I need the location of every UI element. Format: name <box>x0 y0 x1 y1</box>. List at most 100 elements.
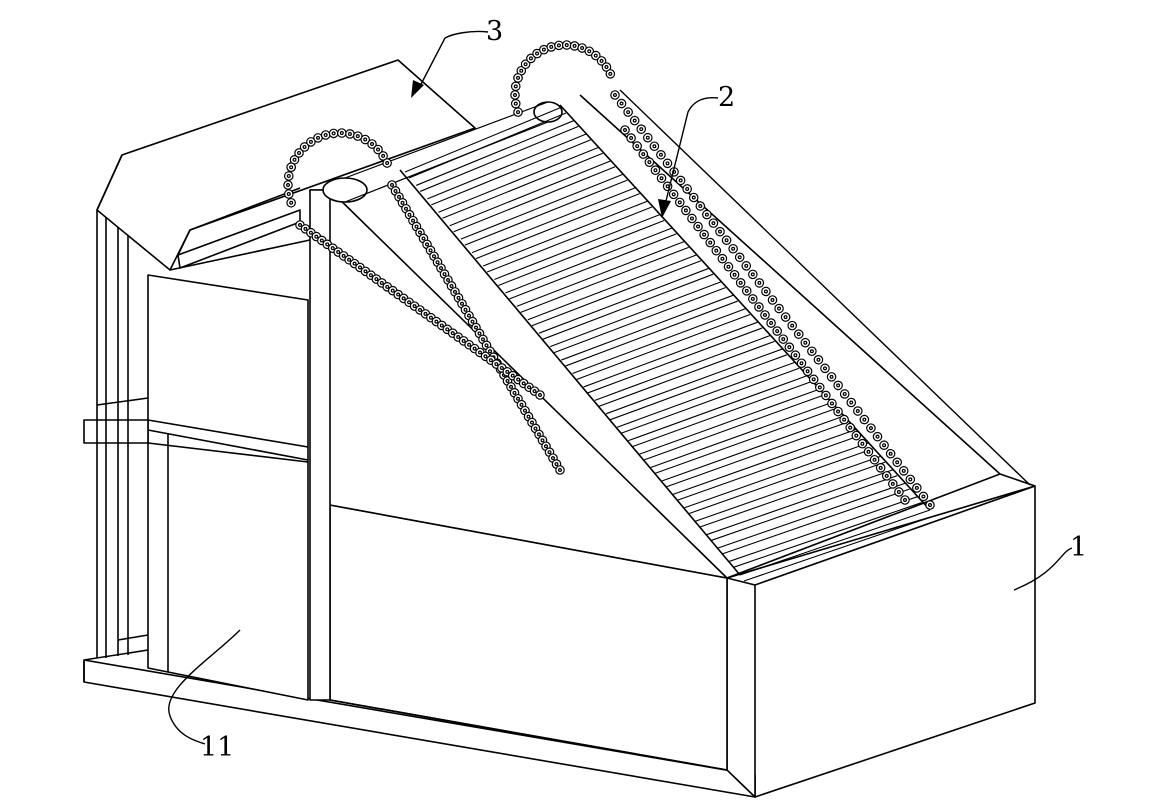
chain-pin <box>537 393 542 398</box>
chain-pin <box>484 343 489 348</box>
chain-pin <box>921 494 926 499</box>
chain-pin <box>286 192 291 197</box>
conveyor-slat <box>449 160 612 227</box>
chain-pin <box>811 377 816 382</box>
chain-pin <box>783 315 788 320</box>
chain-pin <box>446 278 451 283</box>
conveyor-slat <box>438 146 600 213</box>
chain-pin <box>510 373 515 378</box>
chain-pin <box>868 426 873 431</box>
chain-pin <box>470 319 475 324</box>
chain-pin <box>787 345 792 350</box>
chain-pin <box>902 498 907 503</box>
chain-pin <box>849 400 854 405</box>
chain-pin <box>477 331 482 336</box>
chain-pin <box>516 377 521 382</box>
conveyor-slat-edge <box>419 125 579 192</box>
chain-pin <box>527 385 532 390</box>
chain-pin <box>888 451 893 456</box>
chain-pin <box>460 301 465 306</box>
chain-pin <box>704 212 709 217</box>
chain-pin <box>393 188 398 193</box>
chain-pin <box>532 389 537 394</box>
conveyor-slat-edge <box>520 246 689 313</box>
chain-pin <box>519 68 524 73</box>
conveyor-slat-edge <box>743 515 935 582</box>
chain-pin <box>896 489 901 494</box>
chain-pin <box>829 401 834 406</box>
chain-pin <box>435 260 440 265</box>
chain-pin <box>823 393 828 398</box>
chain-pin <box>397 194 402 199</box>
chain-pin <box>407 212 412 217</box>
hood <box>96 59 476 271</box>
chain-pin <box>689 216 694 221</box>
chain-pin <box>878 465 883 470</box>
chain-pin <box>744 288 749 293</box>
chain-pin <box>314 234 319 239</box>
chain-pin <box>331 131 336 136</box>
chain-pin <box>428 248 433 253</box>
chain-pin <box>708 240 713 245</box>
chain-pin <box>286 183 291 188</box>
chain-pin <box>533 426 538 431</box>
label-conveyor: 2 <box>718 82 735 113</box>
conveyor-slat-edge <box>431 139 591 206</box>
conveyor-slat-edge <box>598 340 775 407</box>
chain-pin <box>474 325 479 330</box>
chain-pin <box>336 250 341 255</box>
chain-pin <box>777 306 782 311</box>
conveyor-slat <box>494 213 661 280</box>
chain-pin <box>522 408 527 413</box>
chain-pin <box>308 230 313 235</box>
chain-pin <box>619 101 624 106</box>
leader-3 <box>417 30 489 91</box>
chain-pin <box>432 254 437 259</box>
chain-pin <box>572 43 577 48</box>
chain-pin <box>895 460 900 465</box>
chain-pin <box>726 264 731 269</box>
chain-pin <box>456 335 461 340</box>
chain-pin <box>738 280 743 285</box>
conveyor-slat-edge <box>620 367 800 434</box>
chain-pin <box>580 46 585 51</box>
chain-pin <box>659 176 664 181</box>
conveyor-slat <box>471 187 636 254</box>
conveyor-slat <box>527 254 698 321</box>
chain-pin <box>352 261 357 266</box>
chain-pin <box>526 414 531 419</box>
label-collection-box: 11 <box>200 732 234 763</box>
conveyor-slat-edge <box>710 475 898 542</box>
chain-pin <box>763 289 768 294</box>
collection-box <box>83 210 309 701</box>
chain-pin <box>645 135 650 140</box>
chain-pin <box>381 153 386 158</box>
conveyor-slat <box>505 227 673 294</box>
conveyor-slat <box>561 294 734 361</box>
chain-pin <box>339 131 344 136</box>
chain-pin <box>472 346 477 351</box>
chain-pin <box>442 272 447 277</box>
chain-pin <box>848 425 853 430</box>
chain-pin <box>483 354 488 359</box>
conveyor-slat <box>706 469 894 536</box>
chain-pin <box>529 420 534 425</box>
conveyor-slat-edge <box>442 152 604 219</box>
chain-pin <box>535 51 540 56</box>
chain-pin <box>836 409 841 414</box>
chain-pin <box>635 144 640 149</box>
chain-pin <box>737 255 742 260</box>
drive-chains <box>283 40 935 510</box>
conveyor-slat <box>538 267 710 334</box>
chain-pin <box>683 208 688 213</box>
chain-pin <box>453 289 458 294</box>
label-hood: 3 <box>486 16 503 47</box>
conveyor-slat-edge <box>721 488 910 555</box>
chain-pin <box>714 248 719 253</box>
chain-pin <box>421 236 426 241</box>
chain-pin <box>478 350 483 355</box>
chain-pin <box>512 92 517 97</box>
chain-pin <box>363 137 368 142</box>
chain-pin <box>809 349 814 354</box>
chain-pin <box>731 246 736 251</box>
